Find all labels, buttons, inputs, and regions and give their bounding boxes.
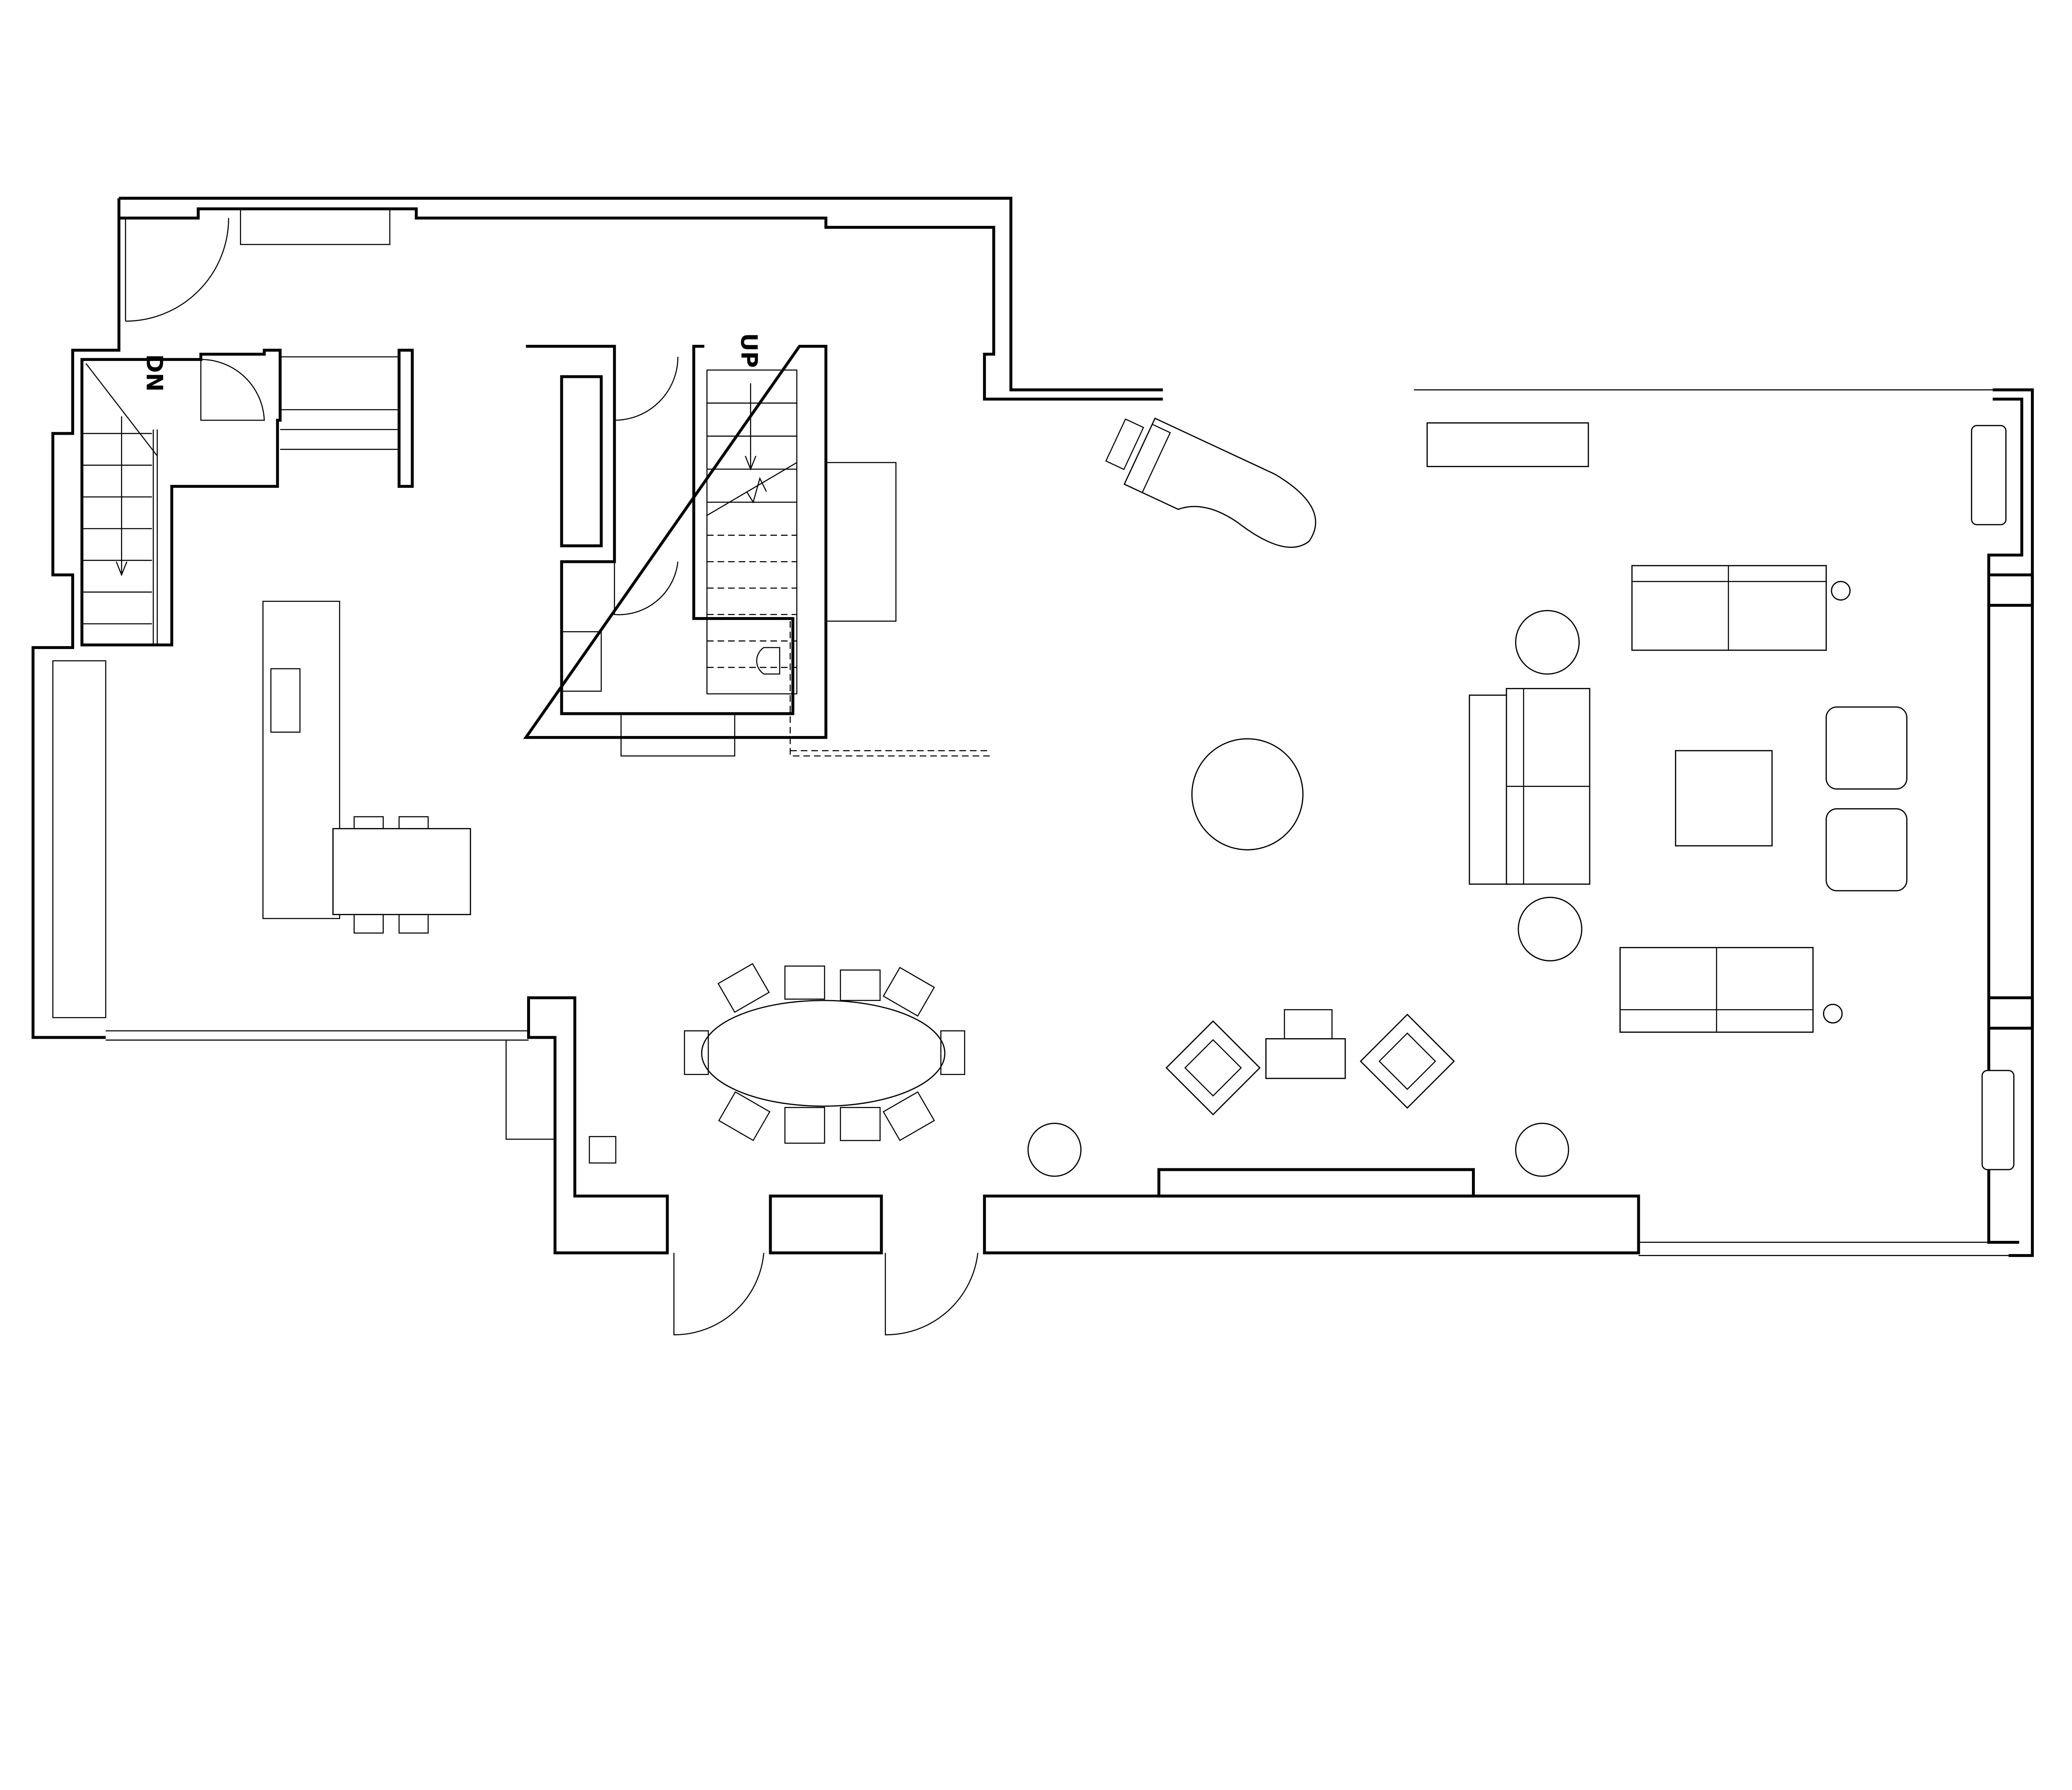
coffee-table (1675, 750, 1773, 847)
side-table (1515, 1123, 1569, 1177)
chair (353, 914, 384, 934)
side-table (1518, 896, 1583, 962)
stair-down: DN (82, 354, 167, 645)
chair (718, 1091, 771, 1141)
kitchen-table (332, 828, 471, 916)
floor-plan: DN UP (31, 196, 2034, 1335)
interior-walls (80, 208, 897, 757)
armchair (1165, 1020, 1261, 1116)
doors (125, 218, 978, 1335)
column (588, 1136, 617, 1164)
chair (398, 914, 429, 934)
exterior-walls (31, 196, 2034, 1257)
door (673, 1252, 765, 1335)
ottoman (1825, 706, 1907, 790)
door (200, 359, 265, 421)
door (614, 562, 679, 615)
lamp (1831, 581, 1851, 601)
kitchen (262, 601, 617, 1164)
console (1426, 422, 1589, 467)
side-table (1027, 1123, 1082, 1177)
sofa (1631, 565, 1827, 651)
sofa (1469, 688, 1590, 885)
chair (840, 1107, 881, 1141)
ottoman (1825, 808, 1907, 891)
round-table (1191, 738, 1304, 850)
chair (784, 965, 825, 1000)
chair (398, 816, 429, 829)
grand-piano (1105, 417, 1317, 548)
kitchen-island (262, 601, 340, 919)
lamp (1823, 1004, 1843, 1024)
desk-chair (1284, 1009, 1333, 1039)
range (561, 631, 602, 692)
chair (717, 963, 770, 1013)
desk (1265, 1038, 1346, 1079)
door (125, 218, 229, 322)
door (885, 1252, 978, 1335)
wall-cabinet (1981, 1070, 2015, 1170)
door (614, 354, 679, 421)
chair (840, 969, 881, 1001)
stair-up-label: UP (736, 333, 762, 368)
stair-down-label: DN (141, 354, 167, 392)
chair (940, 1030, 966, 1075)
living (1027, 417, 2015, 1177)
chair (784, 1107, 825, 1144)
stair-up: UP (706, 333, 991, 757)
chair (882, 966, 935, 1017)
side-table (1515, 610, 1580, 675)
wall-cabinet (1971, 425, 2007, 526)
chair (882, 1091, 935, 1141)
dining (684, 963, 966, 1144)
chair (684, 1030, 709, 1075)
stairs: DN UP (82, 333, 991, 757)
dining-table (701, 1000, 946, 1107)
sink (270, 668, 301, 733)
sofa (1619, 947, 1814, 1033)
chair (353, 816, 384, 829)
armchair (1360, 1013, 1455, 1109)
